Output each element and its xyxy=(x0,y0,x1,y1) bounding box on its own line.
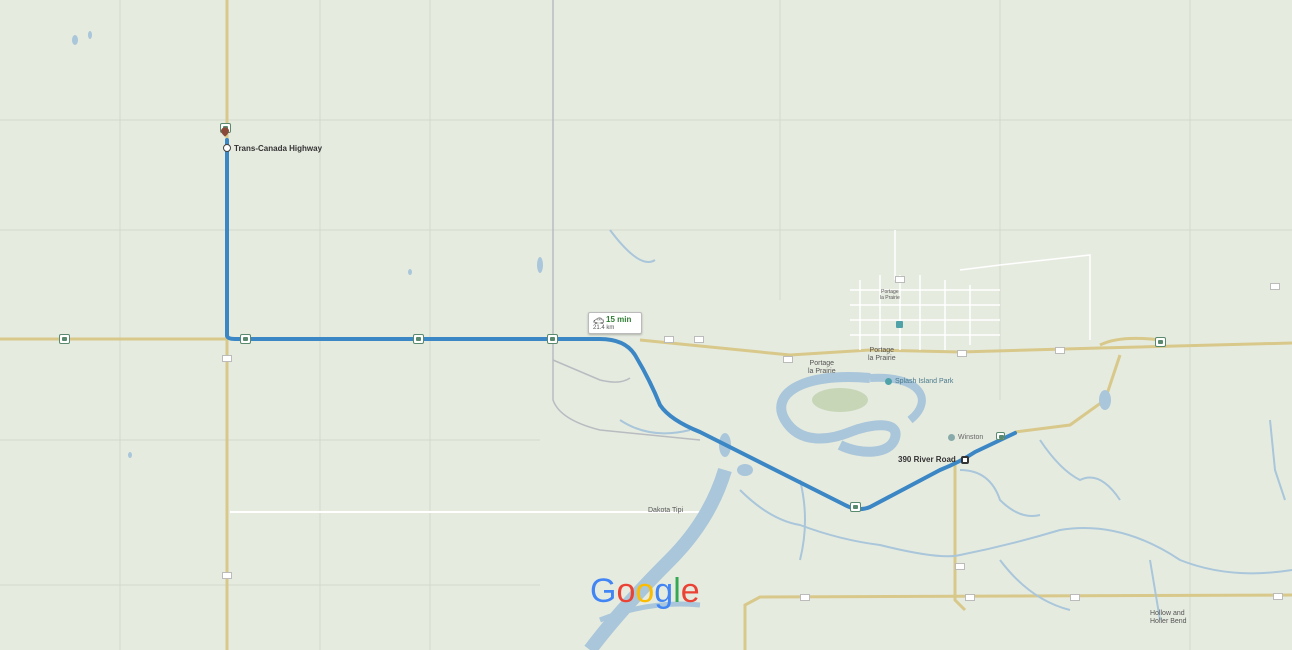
origin-label: Trans-Canada Highway xyxy=(234,144,323,153)
road-shield xyxy=(222,572,232,579)
town-label-small: Portage la Prairie xyxy=(880,289,900,301)
route-distance: 21.4 km xyxy=(593,325,615,331)
highway-1-shield xyxy=(547,334,558,344)
park-pin-icon[interactable] xyxy=(885,378,892,385)
road-shield xyxy=(664,336,674,343)
road-shield xyxy=(957,350,967,357)
road-shield xyxy=(800,594,810,601)
destination-marker[interactable] xyxy=(961,456,969,464)
park-label[interactable]: Splash Island Park xyxy=(895,378,954,385)
poi-label[interactable]: Winston xyxy=(958,434,984,441)
car-icon: 🚗︎ xyxy=(593,316,605,326)
road-shield xyxy=(965,594,975,601)
highway-1-shield xyxy=(850,502,861,512)
town-label-secondary: Portage la Prairie xyxy=(808,360,836,375)
road-shield xyxy=(783,356,793,363)
road-shield xyxy=(1270,283,1280,290)
route-summary-card[interactable]: 🚗︎ 15 min 21.4 km xyxy=(588,312,642,334)
place-label: Hollow and Holler Bend xyxy=(1150,610,1187,625)
road-shield xyxy=(1273,593,1283,600)
road-shield xyxy=(895,276,905,283)
google-logo: Google xyxy=(590,572,700,610)
road-shield xyxy=(1055,347,1065,354)
origin-pin-icon[interactable] xyxy=(221,126,229,138)
road-shield xyxy=(955,563,965,570)
highway-1-shield xyxy=(240,334,251,344)
town-label: Portage la Prairie xyxy=(868,347,896,362)
poi-pin-icon[interactable] xyxy=(896,321,903,328)
route-line[interactable] xyxy=(225,138,1017,512)
destination-label: 390 River Road xyxy=(898,455,956,464)
highway-1-shield xyxy=(413,334,424,344)
highway-1-shield-west xyxy=(59,334,70,344)
road-shield xyxy=(1070,594,1080,601)
highway-1-shield-east xyxy=(1155,337,1166,347)
road-shield xyxy=(694,336,704,343)
place-label: Dakota Tipi xyxy=(648,507,684,514)
route-duration: 15 min xyxy=(606,315,632,324)
road-shield xyxy=(222,355,232,362)
poi-pin-icon[interactable] xyxy=(948,434,955,441)
highway-shield xyxy=(996,432,1005,440)
origin-point[interactable] xyxy=(223,144,231,152)
